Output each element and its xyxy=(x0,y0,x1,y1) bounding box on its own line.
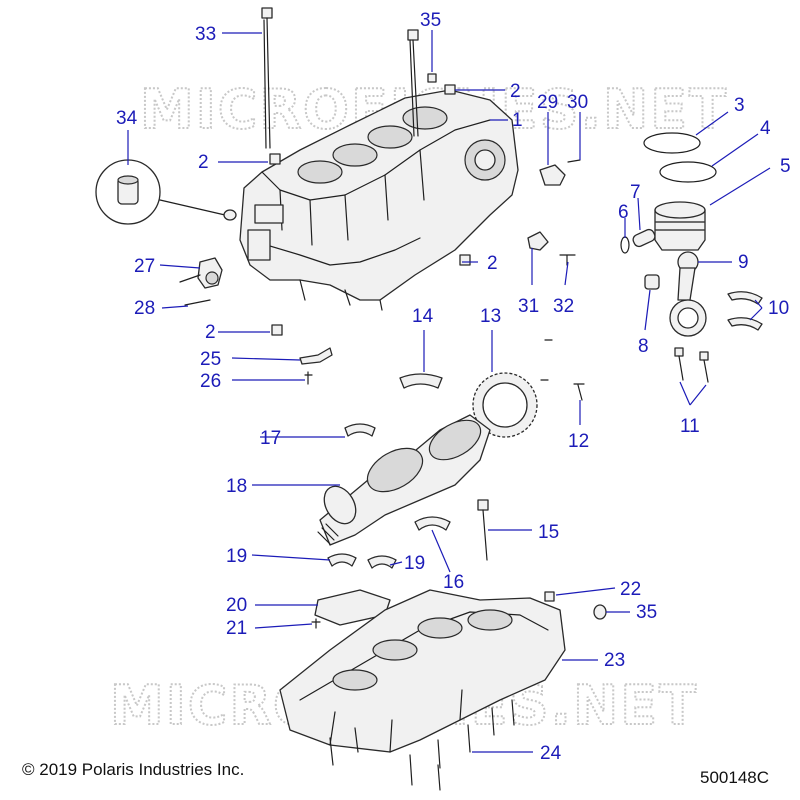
callout-11: 11 xyxy=(680,416,700,437)
callout-8: 8 xyxy=(638,336,649,357)
callout-2-right: 2 xyxy=(487,253,498,274)
leader-lines xyxy=(127,30,771,753)
bearing-10b xyxy=(727,317,763,331)
callout-2-lower: 2 xyxy=(205,322,216,343)
main-bearing-14 xyxy=(399,373,443,389)
bearing-17 xyxy=(344,423,376,437)
callout-14: 14 xyxy=(412,306,434,327)
callout-15: 15 xyxy=(538,522,559,543)
cylinder-block xyxy=(239,89,519,311)
callouts: 33 35 2 1 29 30 34 2 2 2 3 4 5 7 6 8 9 1… xyxy=(116,10,791,764)
callout-24: 24 xyxy=(540,743,562,764)
callout-9: 9 xyxy=(738,252,749,273)
callout-2-left: 2 xyxy=(198,152,209,173)
callout-22: 22 xyxy=(620,579,641,600)
callout-26: 26 xyxy=(200,371,221,392)
rod-bolts-11 xyxy=(674,347,709,383)
circlip-6 xyxy=(620,236,630,254)
callout-35-lower: 35 xyxy=(636,602,657,623)
callout-19-right: 19 xyxy=(404,553,425,574)
piston-ring-4 xyxy=(659,161,717,183)
bolt-15 xyxy=(477,499,489,561)
piston-5 xyxy=(654,201,706,251)
dowel-pin-lower xyxy=(271,324,283,336)
thrust-washer-19b xyxy=(367,555,397,569)
callout-6: 6 xyxy=(618,202,629,223)
callout-35-top: 35 xyxy=(420,10,441,31)
sensor-27 xyxy=(179,257,223,289)
callout-5: 5 xyxy=(780,156,791,177)
trigger-wheel-screws xyxy=(540,339,553,381)
callout-28: 28 xyxy=(134,298,155,319)
callout-25: 25 xyxy=(200,349,221,370)
bracket-25 xyxy=(299,347,333,365)
callout-20: 20 xyxy=(226,595,247,616)
insert-detail-34 xyxy=(95,159,237,225)
piston-ring-3 xyxy=(643,132,701,154)
screw-12 xyxy=(573,383,585,401)
callout-1: 1 xyxy=(512,110,523,131)
callout-21: 21 xyxy=(226,618,247,639)
sensor-29 xyxy=(539,164,566,186)
head-bolt-33 xyxy=(261,7,273,149)
callout-16: 16 xyxy=(443,572,464,593)
dowel-pin-top xyxy=(444,84,456,95)
dowel-22 xyxy=(544,591,555,602)
connecting-rod-9 xyxy=(669,251,707,337)
callout-3: 3 xyxy=(734,95,745,116)
diagram-id: 500148C xyxy=(700,768,770,787)
thrust-washer-19a xyxy=(327,553,357,567)
bolt-32 xyxy=(559,254,576,266)
callout-31: 31 xyxy=(518,296,539,317)
callout-33: 33 xyxy=(195,24,216,45)
trigger-wheel-13 xyxy=(472,372,538,438)
screw-21 xyxy=(311,618,321,629)
callout-34: 34 xyxy=(116,108,138,129)
callout-18: 18 xyxy=(226,476,247,497)
callout-10: 10 xyxy=(768,298,789,319)
bushing-8 xyxy=(644,274,660,290)
bolt-30 xyxy=(567,159,581,163)
callout-32: 32 xyxy=(553,296,574,317)
bearing-16 xyxy=(414,516,451,531)
callout-12: 12 xyxy=(568,431,589,452)
callout-17: 17 xyxy=(260,428,281,449)
dowel-35-lower xyxy=(593,604,607,620)
callout-4: 4 xyxy=(760,118,771,139)
callout-29: 29 xyxy=(537,92,558,113)
callout-27: 27 xyxy=(134,256,155,277)
dowel-pin-right xyxy=(459,254,471,266)
screw-26 xyxy=(304,371,313,385)
crankshaft-18 xyxy=(317,414,491,546)
bolts-24 xyxy=(329,699,515,791)
bolt-28 xyxy=(184,299,211,306)
callout-7: 7 xyxy=(630,182,641,203)
callout-2-top: 2 xyxy=(510,81,521,102)
dowel-pin-left xyxy=(269,153,281,165)
piston-pin-7 xyxy=(632,228,656,248)
sensor-31 xyxy=(527,231,549,251)
head-bolt-35-top xyxy=(407,29,419,137)
copyright-notice: © 2019 Polaris Industries Inc. xyxy=(22,760,245,779)
callout-30: 30 xyxy=(567,92,588,113)
callout-13: 13 xyxy=(480,306,501,327)
lower-crankcase-23 xyxy=(279,589,566,753)
dowel-pin-35 xyxy=(427,73,437,83)
callout-23: 23 xyxy=(604,650,625,671)
callout-19-left: 19 xyxy=(226,546,247,567)
